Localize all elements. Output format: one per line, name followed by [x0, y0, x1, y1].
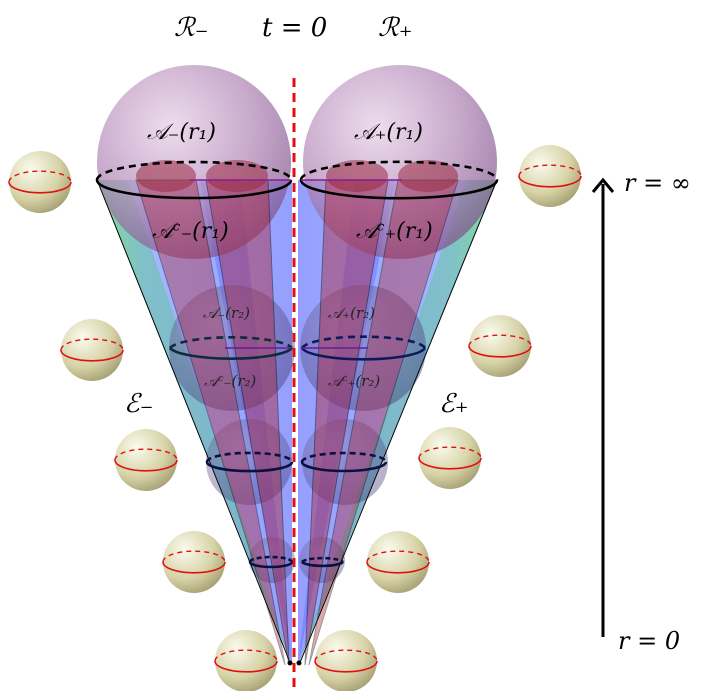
boundary-sphere-right-4 — [366, 531, 430, 593]
label-t-zero: t = 0 — [262, 13, 327, 43]
right-red-tubes — [304, 160, 459, 666]
label-e-minus: ℰ₋ — [124, 389, 153, 419]
boundary-sphere-left-3 — [114, 429, 178, 491]
label-r-plus: ℛ₊ — [378, 13, 412, 43]
sphere-left-r4 — [249, 537, 295, 583]
boundary-spheres — [8, 145, 582, 691]
left-red-tubes — [135, 160, 290, 666]
label-r-infinity: r = ∞ — [624, 169, 691, 197]
label-ac-minus-r2: 𝒜ᶜ₋(r₂) — [204, 372, 256, 390]
label-ac-minus-r1: 𝒜ᶜ₋(r₁) — [152, 219, 229, 244]
sphere-right-r3 — [302, 419, 388, 505]
boundary-sphere-left-5 — [214, 630, 278, 691]
label-ac-plus-r1: 𝒜ᶜ₊(r₁) — [356, 219, 433, 244]
label-a-minus-r2: 𝒜₋(r₂) — [203, 304, 250, 322]
label-r-minus: ℛ₋ — [174, 13, 208, 43]
cone-edges — [96, 179, 498, 666]
boundary-sphere-left-2 — [60, 319, 124, 381]
sphere-left-r3 — [206, 419, 292, 505]
label-r-zero: r = 0 — [618, 627, 680, 655]
sphere-right-r4 — [299, 537, 345, 583]
label-e-plus: ℰ₊ — [439, 389, 468, 419]
sphere-right-r1 — [303, 65, 497, 259]
label-a-plus-r2: 𝒜₊(r₂) — [328, 304, 375, 322]
label-a-minus-r1: 𝒜₋(r₁) — [147, 120, 216, 145]
boundary-sphere-right-3 — [418, 427, 482, 489]
boundary-sphere-left-4 — [162, 531, 226, 593]
radial-arrow — [591, 177, 615, 637]
boundary-sphere-left-1 — [8, 151, 72, 213]
label-a-plus-r1: 𝒜₊(r₁) — [354, 120, 423, 145]
boundary-sphere-right-1 — [518, 145, 582, 207]
label-ac-plus-r2: 𝒜ᶜ₊(r₂) — [328, 372, 380, 390]
boundary-sphere-right-5 — [314, 630, 378, 691]
boundary-sphere-right-2 — [468, 315, 532, 377]
equator-rings — [95, 160, 499, 569]
